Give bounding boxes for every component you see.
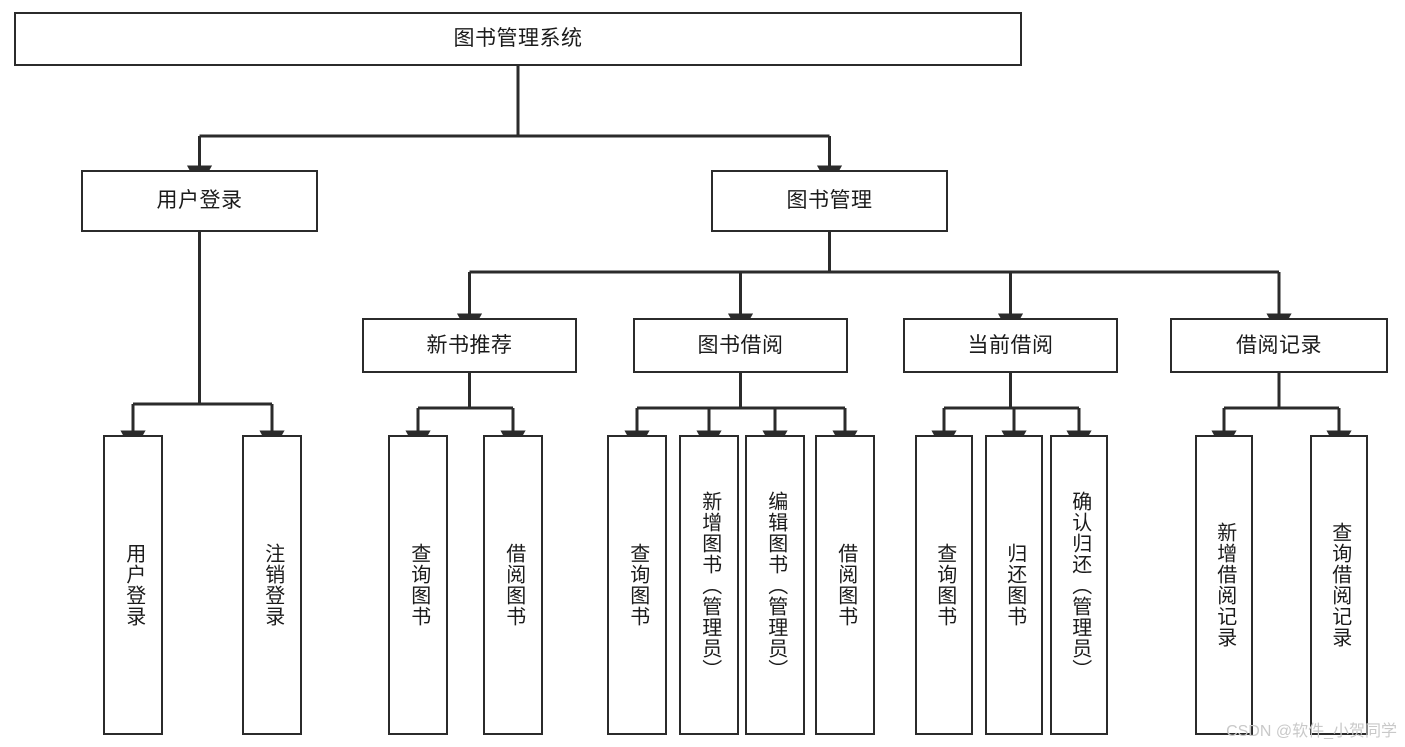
root-node-label: 图书管理系统 — [453, 27, 583, 51]
leaf-node-label: 查询借阅记录 — [1328, 522, 1351, 648]
leaf-node-label: 编辑图书（管理员） — [764, 490, 787, 680]
level2-node-label: 新书推荐 — [426, 333, 513, 357]
leaf-node-label: 确认归还（管理员） — [1068, 490, 1091, 680]
leaf-node-box[interactable]: 确认归还（管理员） — [1050, 435, 1108, 735]
leaf-node-box[interactable]: 借阅图书 — [815, 435, 875, 735]
root-node-box[interactable]: 图书管理系统 — [14, 12, 1022, 66]
level2-node-label: 图书借阅 — [697, 333, 784, 357]
level2-node-box[interactable]: 借阅记录 — [1170, 318, 1388, 373]
leaf-node-box[interactable]: 查询图书 — [388, 435, 448, 735]
level1-node-label: 用户登录 — [156, 189, 243, 213]
leaf-node-box[interactable]: 编辑图书（管理员） — [745, 435, 805, 735]
leaf-node-box[interactable]: 注销登录 — [242, 435, 302, 735]
leaf-node-box[interactable]: 新增借阅记录 — [1195, 435, 1253, 735]
level1-node-box[interactable]: 图书管理 — [711, 170, 948, 232]
leaf-node-label: 借阅图书 — [834, 543, 857, 627]
leaf-node-box[interactable]: 查询图书 — [607, 435, 667, 735]
level2-node-label: 借阅记录 — [1236, 333, 1322, 357]
leaf-node-box[interactable]: 借阅图书 — [483, 435, 543, 735]
leaf-node-label: 用户登录 — [122, 543, 145, 627]
level1-node-label: 图书管理 — [786, 189, 873, 213]
leaf-node-label: 归还图书 — [1003, 543, 1026, 627]
leaf-node-label: 新增图书（管理员） — [698, 490, 721, 680]
level2-node-label: 当前借阅 — [967, 333, 1054, 357]
leaf-node-label: 查询图书 — [407, 543, 430, 627]
leaf-node-label: 查询图书 — [933, 543, 956, 627]
leaf-node-label: 查询图书 — [626, 543, 649, 627]
level1-node-box[interactable]: 用户登录 — [81, 170, 318, 232]
leaf-node-box[interactable]: 新增图书（管理员） — [679, 435, 739, 735]
leaf-node-box[interactable]: 查询借阅记录 — [1310, 435, 1368, 735]
level2-node-box[interactable]: 新书推荐 — [362, 318, 577, 373]
level2-node-box[interactable]: 当前借阅 — [903, 318, 1118, 373]
leaf-node-box[interactable]: 归还图书 — [985, 435, 1043, 735]
leaf-node-box[interactable]: 查询图书 — [915, 435, 973, 735]
leaf-node-label: 借阅图书 — [502, 543, 525, 627]
leaf-node-label: 注销登录 — [261, 543, 284, 627]
level2-node-box[interactable]: 图书借阅 — [633, 318, 848, 373]
leaf-node-box[interactable]: 用户登录 — [103, 435, 163, 735]
leaf-node-label: 新增借阅记录 — [1213, 522, 1236, 648]
